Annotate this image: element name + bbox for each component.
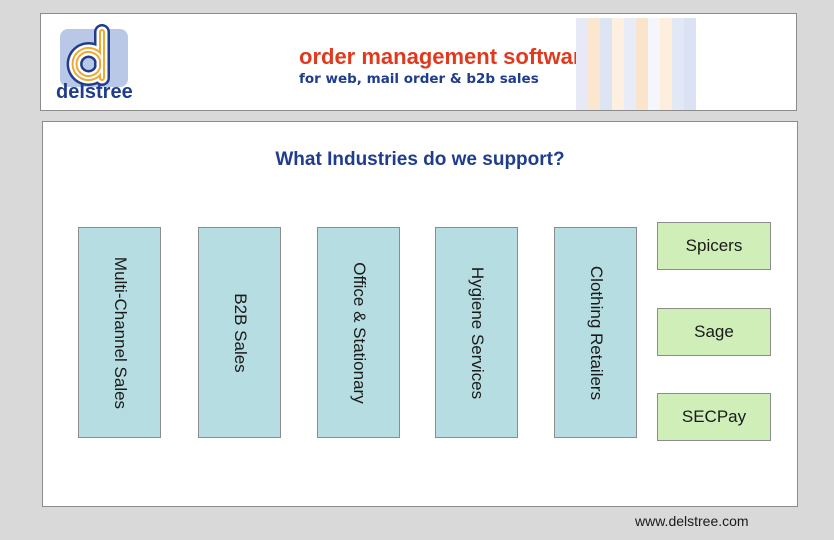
header-panel: delstree order management software for w… bbox=[40, 13, 797, 111]
industry-multi-channel-sales: Multi-Channel Sales bbox=[78, 227, 161, 438]
industry-clothing-retailers: Clothing Retailers bbox=[554, 227, 637, 438]
footer-url[interactable]: www.delstree.com bbox=[635, 513, 749, 529]
industry-hygiene-services: Hygiene Services bbox=[435, 227, 518, 438]
main-panel: What Industries do we support? Multi-Cha… bbox=[42, 121, 798, 507]
partner-secpay: SECPay bbox=[657, 393, 771, 441]
partner-sage: Sage bbox=[657, 308, 771, 356]
industries-question: What Industries do we support? bbox=[275, 149, 565, 170]
delstree-logo bbox=[60, 24, 128, 87]
industry-label: Clothing Retailers bbox=[586, 265, 606, 400]
industry-label: B2B Sales bbox=[230, 292, 250, 373]
header-title: order management software bbox=[299, 44, 594, 69]
industry-b2b-sales: B2B Sales bbox=[198, 227, 281, 438]
decorative-stripes bbox=[576, 18, 696, 110]
header-subtitle: for web, mail order & b2b sales bbox=[299, 71, 539, 87]
partner-spicers: Spicers bbox=[657, 222, 771, 270]
logo-text: delstree bbox=[56, 81, 133, 103]
industry-label: Office & Stationary bbox=[349, 261, 369, 404]
industry-label: Multi-Channel Sales bbox=[110, 256, 130, 409]
industry-label: Hygiene Services bbox=[467, 266, 487, 399]
industry-office-stationary: Office & Stationary bbox=[317, 227, 400, 438]
